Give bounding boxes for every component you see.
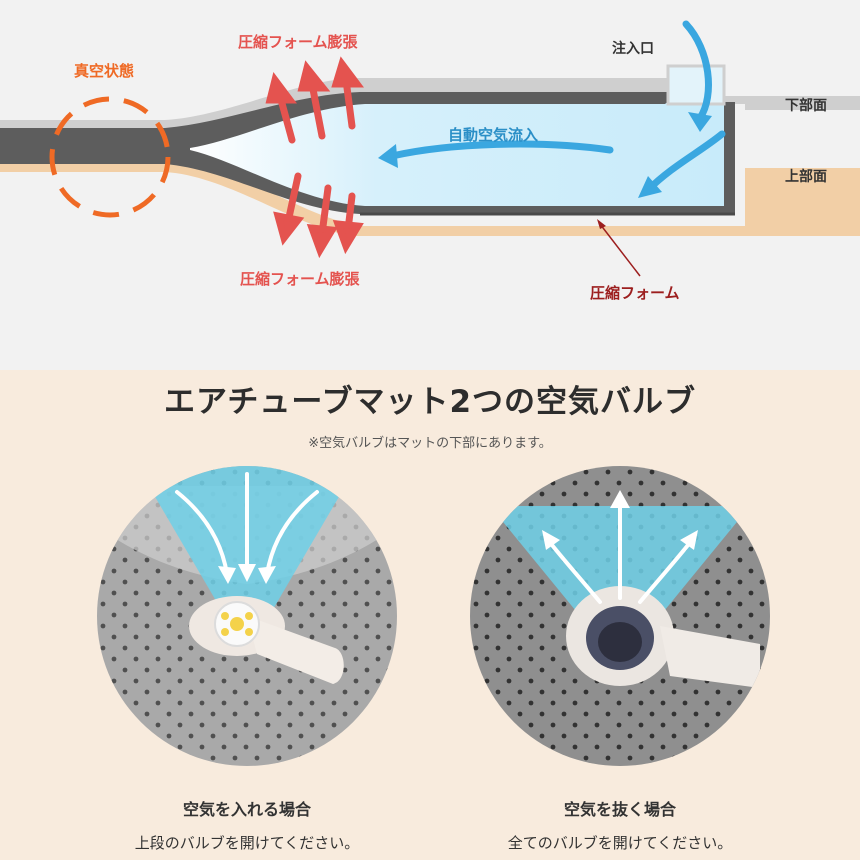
- inflate-valve-photo: [97, 466, 397, 766]
- foam-label: 圧縮フォーム: [590, 284, 680, 302]
- deflate-caption: 空気を抜く場合 全てのバルブを開けてください。: [455, 796, 785, 853]
- vacuum-circle: [49, 96, 171, 218]
- upper-side-label: 上部面: [785, 169, 827, 185]
- inflate-text: 上段のバルブを開けてください。: [134, 834, 360, 852]
- deflate-valve-photo: [470, 466, 770, 766]
- airflow-label: 自動空気流入: [448, 126, 539, 144]
- expand-label-bottom: 圧縮フォーム膨張: [240, 270, 360, 288]
- deflate-text: 全てのバルブを開けてください。: [507, 834, 733, 852]
- expand-arrows-bottom: [273, 172, 364, 259]
- section-title: エアチューブマット2つの空気バルブ: [163, 384, 697, 420]
- airflow-arrows: [388, 20, 726, 194]
- vacuum-label: 真空状態: [74, 62, 135, 80]
- deflate-heading: 空気を抜く場合: [563, 800, 676, 819]
- section-note: ※空気バルブはマットの下部にあります。: [308, 436, 552, 451]
- airflow-diagram: [0, 20, 860, 277]
- expand-arrows-top: [265, 56, 364, 144]
- expand-label-top: 圧縮フォーム膨張: [238, 33, 358, 51]
- lower-side-label: 下部面: [785, 98, 827, 114]
- inlet-label: 注入口: [612, 41, 654, 57]
- inflate-caption: 空気を入れる場合 上段のバルブを開けてください。: [82, 796, 412, 853]
- inflate-heading: 空気を入れる場合: [182, 800, 311, 819]
- foam-pointer: [599, 223, 641, 277]
- upper-layer: [0, 154, 860, 236]
- inlet-tube: [666, 64, 726, 106]
